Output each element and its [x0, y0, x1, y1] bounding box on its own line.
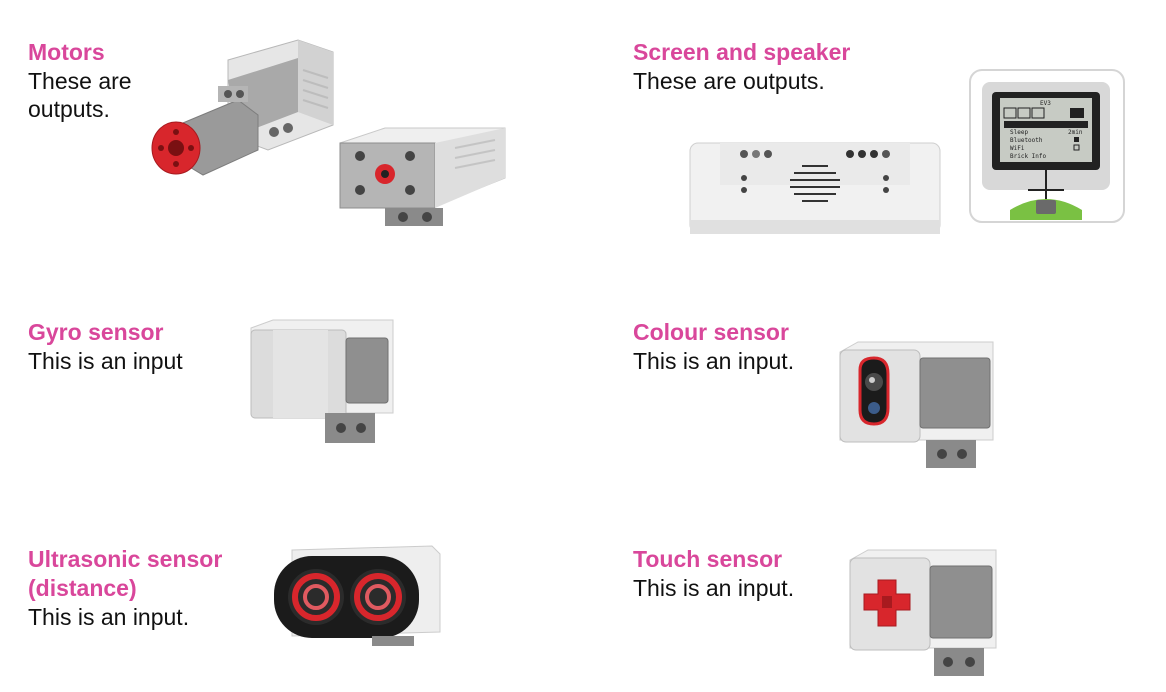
screen-speaker-section: Screen and speaker These are outputs.	[633, 38, 850, 95]
touch-sensor-title: Touch sensor	[633, 546, 783, 572]
screen-menu-item-bluetooth: Bluetooth	[1010, 137, 1043, 144]
medium-motor-image	[335, 118, 510, 233]
screen-menu-item-wifi: WiFi	[1010, 145, 1025, 152]
touch-sensor-description: This is an input.	[633, 575, 795, 601]
screen-speaker-title: Screen and speaker	[633, 39, 851, 65]
ultrasonic-sensor-section: Ultrasonic sensor (distance) This is an …	[28, 545, 222, 631]
touch-sensor-section: Touch sensor This is an input.	[633, 545, 794, 602]
colour-sensor-image	[838, 340, 998, 472]
motors-title: Motors	[28, 39, 105, 65]
colour-sensor-title: Colour sensor	[633, 319, 789, 345]
colour-sensor-section: Colour sensor This is an input.	[633, 318, 794, 375]
ultrasonic-sensor-title: Ultrasonic sensor (distance)	[28, 546, 223, 601]
motors-description: These are outputs.	[28, 68, 132, 122]
brick-speaker-image	[689, 138, 942, 236]
gyro-sensor-image	[243, 318, 398, 450]
large-motor-image	[148, 30, 348, 200]
ultrasonic-sensor-image	[272, 544, 444, 648]
touch-sensor-image	[848, 548, 1000, 680]
motors-section: Motors These are outputs.	[28, 38, 132, 123]
screen-menu-item-sleep: Sleep	[1010, 129, 1028, 136]
screen-menu-value-sleep: 2min	[1068, 129, 1083, 136]
gyro-sensor-title: Gyro sensor	[28, 319, 164, 345]
ultrasonic-sensor-description: This is an input.	[28, 604, 190, 630]
colour-sensor-description: This is an input.	[633, 348, 795, 374]
gyro-sensor-description: This is an input	[28, 348, 183, 374]
screen-menu-item-brick-info: Brick Info	[1010, 153, 1047, 160]
gyro-sensor-section: Gyro sensor This is an input	[28, 318, 183, 375]
screen-speaker-description: These are outputs.	[633, 68, 825, 94]
brick-screen-image: EV3 Sleep 2min Bluetooth WiFi Brick Info	[969, 69, 1126, 226]
screen-header-label: EV3	[1040, 100, 1051, 107]
